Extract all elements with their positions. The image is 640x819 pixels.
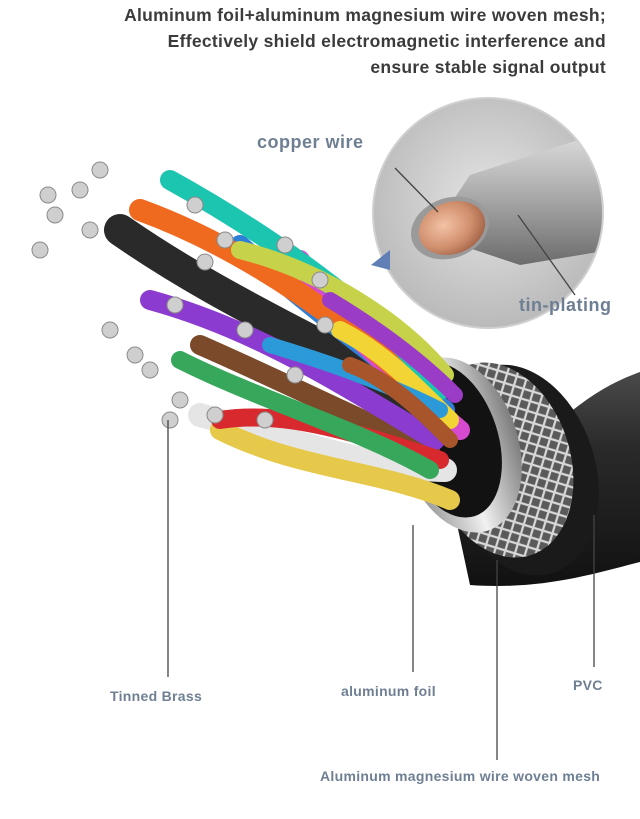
- headline-line-1: Aluminum foil+aluminum magnesium wire wo…: [124, 5, 606, 25]
- tin-plating-label: tin-plating: [519, 295, 612, 315]
- headline-line-2: Effectively shield electromagnetic inter…: [167, 31, 606, 51]
- wire-tips: [31, 161, 334, 429]
- detail-circle: [373, 98, 603, 328]
- pvc-label: PVC: [573, 677, 603, 693]
- copper-core: [418, 200, 486, 256]
- woven-mesh-label: Aluminum magnesium wire woven mesh: [320, 768, 601, 784]
- copper-wire-label: copper wire: [257, 132, 364, 152]
- headline: Aluminum foil+aluminum magnesium wire wo…: [6, 2, 606, 80]
- aluminum-foil-label: aluminum foil: [341, 683, 436, 699]
- wire-bundle: [104, 170, 470, 510]
- tinned-brass-label: Tinned Brass: [110, 688, 203, 704]
- pointer-triangle: [371, 250, 390, 270]
- leader-lines: [167, 167, 595, 760]
- headline-line-3: ensure stable signal output: [370, 57, 606, 77]
